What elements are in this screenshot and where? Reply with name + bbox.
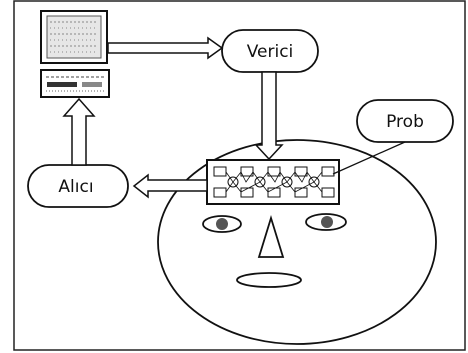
- computer-base-unit: [41, 70, 109, 97]
- receiver-node: Alıcı: [28, 165, 128, 207]
- probe-node: Prob: [357, 100, 453, 142]
- computer-monitor: [41, 11, 107, 63]
- probe-label: Prob: [386, 112, 424, 132]
- left-pupil: [216, 218, 228, 230]
- transmitter-label: Verici: [247, 42, 294, 62]
- mouth: [237, 273, 301, 287]
- arrow-transmitter-to-sensor: [256, 72, 282, 159]
- transmitter-node: Verici: [222, 30, 318, 72]
- arrow-receiver-to-computer: [64, 99, 94, 165]
- arrow-monitor-to-transmitter: [108, 38, 222, 58]
- right-pupil: [321, 216, 333, 228]
- receiver-label: Alıcı: [58, 177, 93, 197]
- sensor-array: [207, 160, 339, 204]
